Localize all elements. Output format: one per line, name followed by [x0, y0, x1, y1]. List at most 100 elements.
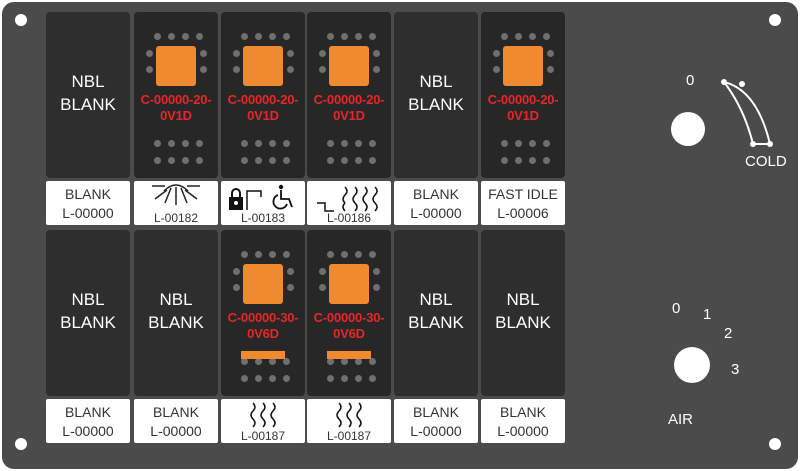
blank-switch: NBL BLANK — [46, 12, 130, 178]
switch-code-line-2: 0V1D — [247, 108, 279, 123]
indicator-dot — [369, 251, 376, 258]
indicator-dot — [341, 358, 348, 365]
switch-code-line-2: 0V6D — [247, 326, 279, 341]
legend-code: L-00187 — [326, 429, 372, 443]
switch-code-line-1: C-00000-30- — [227, 310, 299, 325]
indicator-dot — [493, 50, 500, 57]
switch-nbl-line: NBL — [71, 72, 105, 91]
legend-title: BLANK — [413, 404, 459, 420]
indicator-dot — [319, 66, 326, 73]
indicator-dot — [319, 50, 326, 57]
air-label: AIR — [668, 411, 694, 428]
indicator-dot — [501, 140, 508, 147]
indicator-dot — [196, 157, 203, 164]
indicator-dot — [146, 66, 153, 73]
indicator-dot — [501, 33, 508, 40]
indicator-dot — [369, 157, 376, 164]
legend-title: BLANK — [65, 186, 111, 202]
temp-zero-label: 0 — [686, 72, 695, 89]
indicator-dot — [529, 157, 536, 164]
indicator-dot — [283, 140, 290, 147]
indicator-dot — [233, 268, 240, 275]
indicator-dot — [269, 33, 276, 40]
switch-code-line-2: 0V6D — [333, 326, 365, 341]
switch-code-line-1: C-00000-20- — [487, 92, 559, 107]
indicator-dot — [283, 358, 290, 365]
indicator-dot — [319, 284, 326, 291]
indicator-dot — [355, 33, 362, 40]
temp-cold-label: COLD — [745, 153, 787, 170]
switch-part-code: C-00000-20-0V1D — [305, 92, 393, 124]
legend-code: L-00000 — [62, 205, 114, 221]
orange-indicator-light — [156, 46, 196, 86]
lit-rocker-switch[interactable]: C-00000-30-0V6D — [307, 230, 391, 396]
legend-code: L-00182 — [153, 211, 199, 225]
legend-code: L-00006 — [497, 205, 549, 221]
indicator-dot — [355, 140, 362, 147]
indicator-dot — [154, 140, 161, 147]
indicator-dot — [529, 33, 536, 40]
indicator-dot — [269, 251, 276, 258]
indicator-dot — [269, 358, 276, 365]
legend-title: BLANK — [413, 186, 459, 202]
indicator-dot — [200, 50, 207, 57]
legend-code: L-00187 — [240, 429, 286, 443]
switch-blank-line: BLANK — [60, 95, 116, 114]
indicator-dot — [255, 33, 262, 40]
lit-rocker-switch[interactable]: C-00000-20-0V1D — [307, 12, 391, 178]
switch-blank-line: BLANK — [408, 95, 464, 114]
indicator-dot — [241, 157, 248, 164]
lit-rocker-switch[interactable]: C-00000-20-0V1D — [221, 12, 305, 178]
air-position-0: 0 — [672, 300, 681, 317]
legend-title: BLANK — [65, 404, 111, 420]
switch-legend-label: L-00187 — [221, 399, 305, 443]
legend-title: BLANK — [153, 404, 199, 420]
switch-code-line-1: C-00000-20- — [227, 92, 299, 107]
lit-rocker-switch[interactable]: C-00000-30-0V6D — [221, 230, 305, 396]
legend-code: L-00000 — [497, 423, 549, 439]
switch-blank-line: BLANK — [148, 313, 204, 332]
switch-nbl-line: NBL — [419, 290, 453, 309]
indicator-dot — [146, 50, 153, 57]
indicator-dot — [373, 50, 380, 57]
temp-knob-shaft[interactable] — [671, 112, 705, 146]
indicator-dot — [515, 140, 522, 147]
indicator-dot — [255, 358, 262, 365]
orange-indicator-light — [329, 46, 369, 86]
orange-indicator-light — [503, 46, 543, 86]
indicator-dot — [369, 33, 376, 40]
indicator-dot — [355, 375, 362, 382]
indicator-dot — [515, 157, 522, 164]
indicator-dot — [369, 358, 376, 365]
indicator-dot — [287, 284, 294, 291]
switch-nbl-line: NBL — [159, 290, 193, 309]
indicator-dot — [529, 140, 536, 147]
orange-indicator-light — [243, 264, 283, 304]
indicator-dot — [341, 375, 348, 382]
indicator-dot — [241, 358, 248, 365]
mount-hole-top-right — [769, 14, 781, 26]
switch-legend-label: BLANK L-00000 — [46, 181, 130, 225]
indicator-dot — [355, 358, 362, 365]
indicator-dot — [547, 50, 554, 57]
lit-rocker-switch[interactable]: C-00000-20-0V1D — [481, 12, 565, 178]
blank-switch: NBL BLANK — [134, 230, 218, 396]
indicator-dot — [327, 33, 334, 40]
lit-rocker-switch[interactable]: C-00000-20-0V1D — [134, 12, 218, 178]
indicator-dot — [515, 33, 522, 40]
indicator-dot — [196, 140, 203, 147]
indicator-dot — [341, 251, 348, 258]
indicator-dot — [283, 375, 290, 382]
indicator-dot — [355, 157, 362, 164]
indicator-dot — [255, 157, 262, 164]
indicator-dot — [319, 268, 326, 275]
switch-part-code: C-00000-20-0V1D — [219, 92, 307, 124]
indicator-dot — [543, 140, 550, 147]
indicator-dot — [287, 268, 294, 275]
air-knob-shaft[interactable] — [674, 347, 710, 383]
